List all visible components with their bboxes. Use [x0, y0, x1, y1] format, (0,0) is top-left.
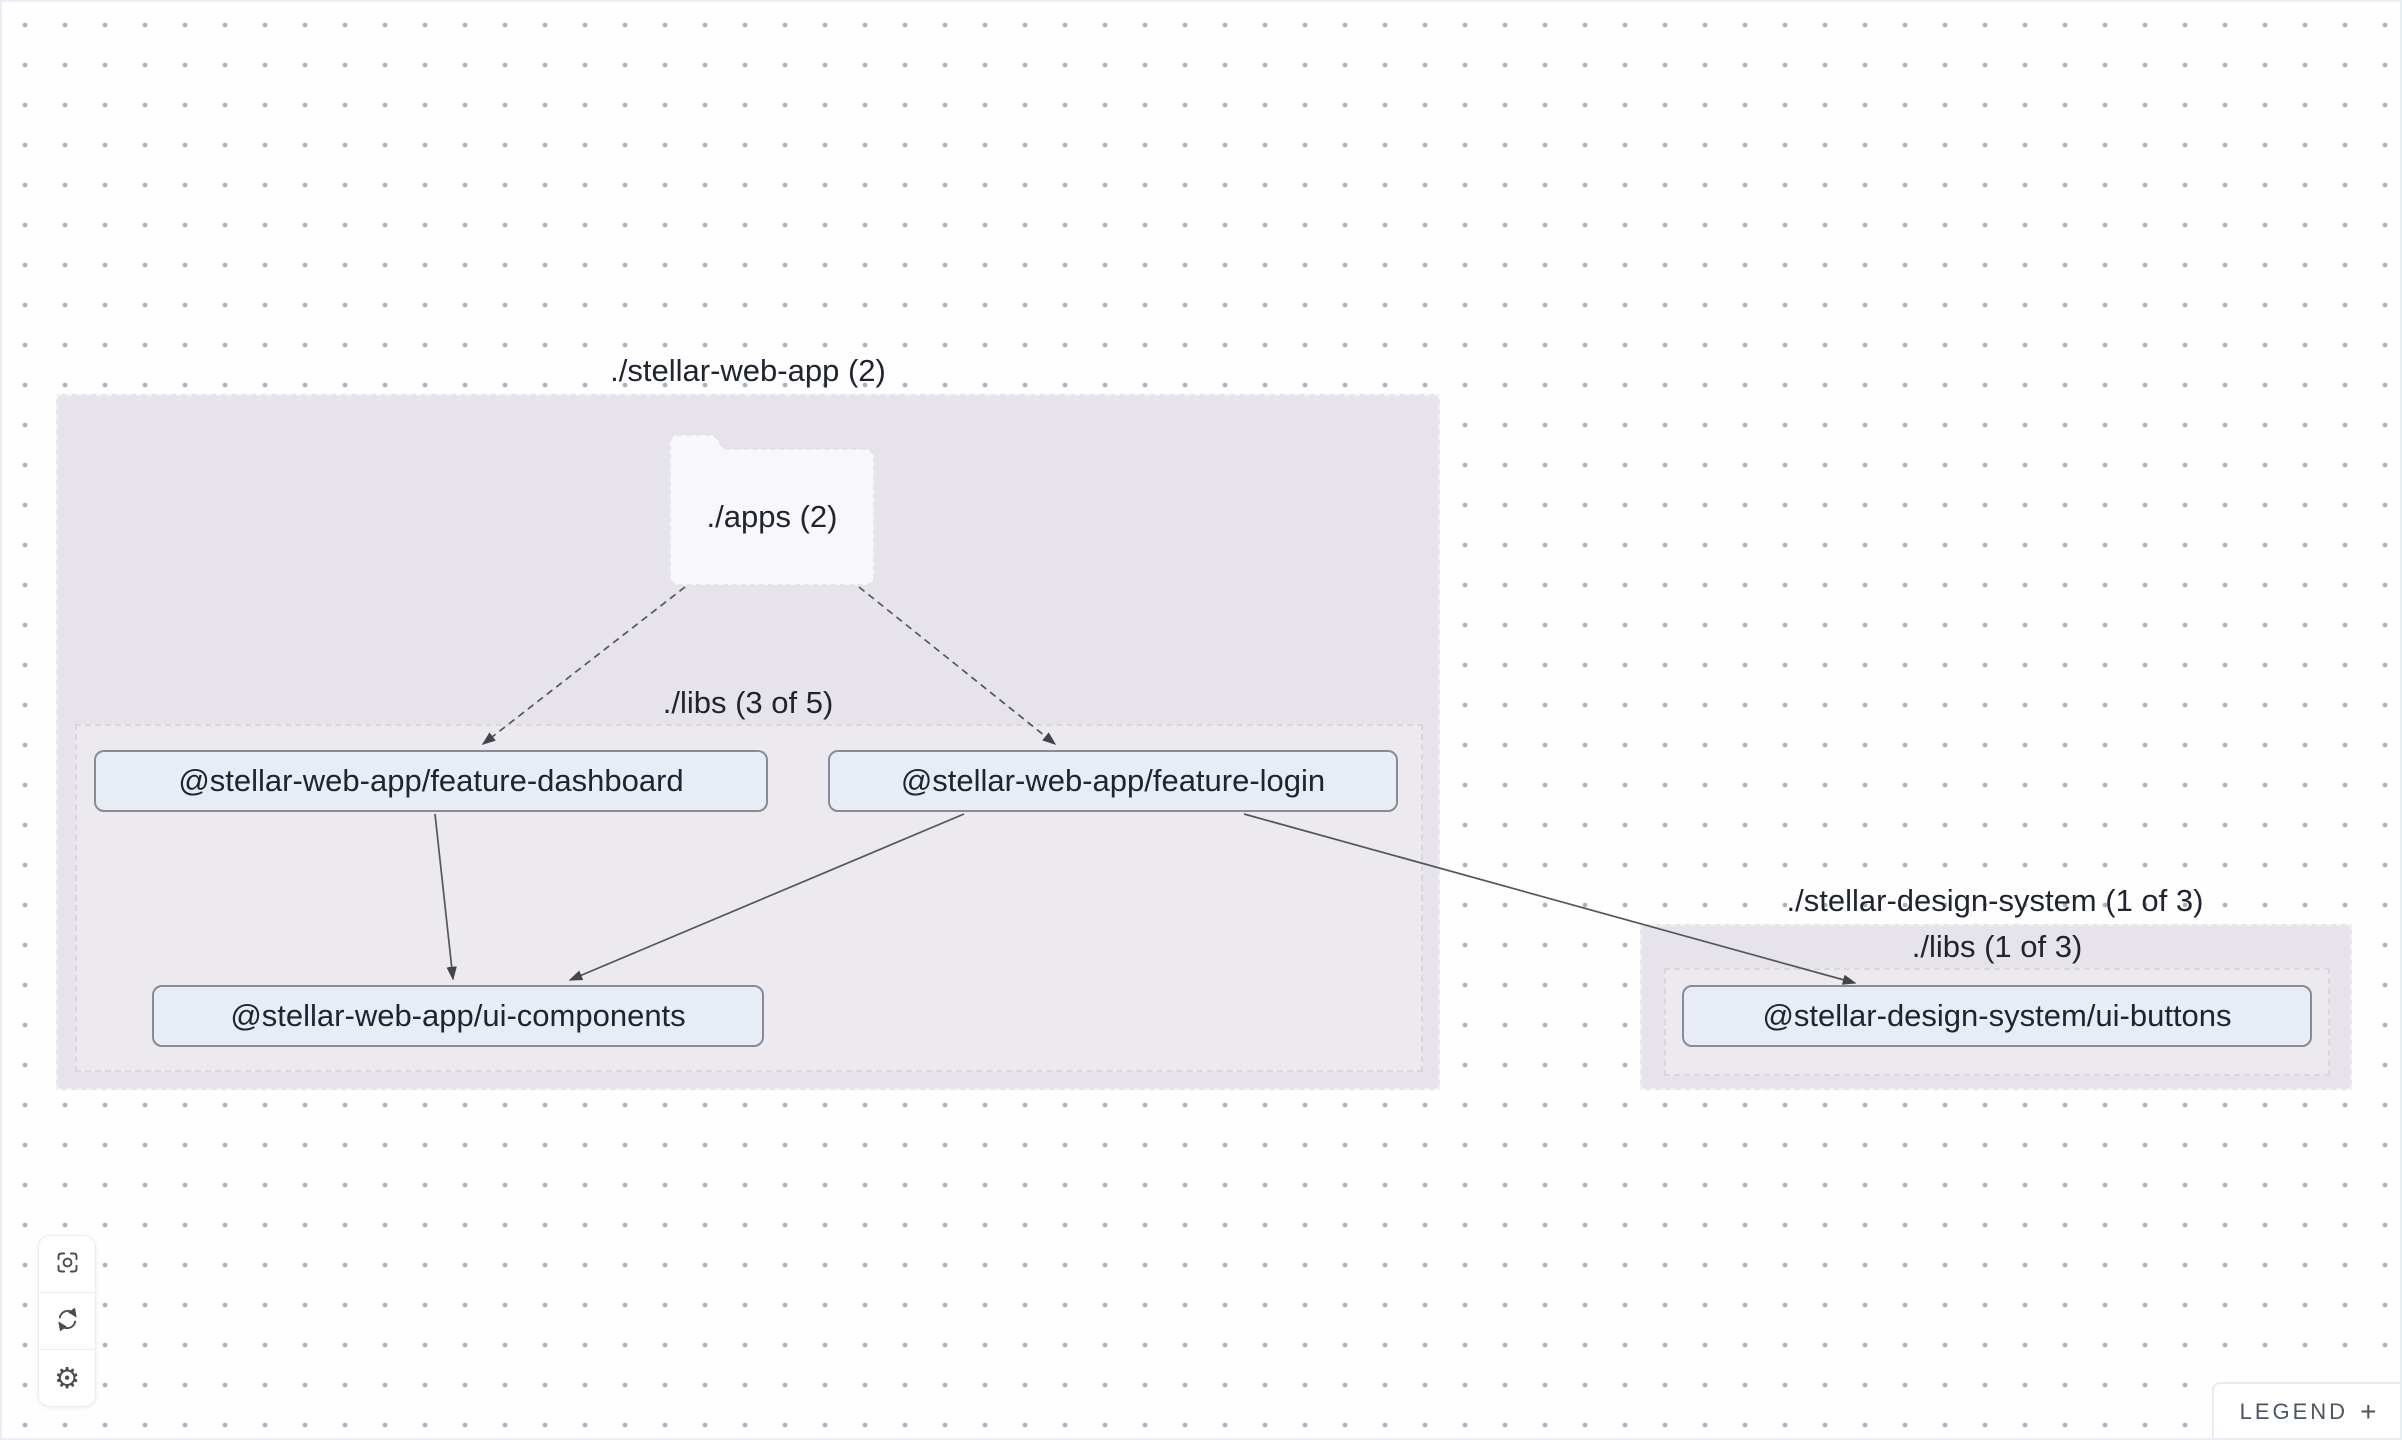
graph-controls-toolbar: ⚙ [38, 1235, 96, 1407]
center-graph-button[interactable] [39, 1236, 95, 1292]
folder-label-apps: ./apps (2) [706, 499, 838, 534]
plus-icon: + [2360, 1396, 2377, 1427]
focus-target-icon [54, 1249, 81, 1279]
folder-node-apps[interactable]: ./apps (2) [670, 435, 874, 585]
project-node-feature-login[interactable]: @stellar-web-app/feature-login [828, 750, 1398, 812]
project-node-ui-buttons[interactable]: @stellar-design-system/ui-buttons [1682, 985, 2312, 1047]
folder-icon [670, 435, 874, 585]
group-label-stellar-web-app: ./stellar-web-app (2) [610, 353, 886, 388]
project-node-ui-components[interactable]: @stellar-web-app/ui-components [152, 985, 764, 1047]
refresh-icon [54, 1306, 81, 1336]
settings-button[interactable]: ⚙ [39, 1349, 95, 1406]
gear-icon: ⚙ [54, 1360, 80, 1395]
group-label-web-app-libs: ./libs (3 of 5) [662, 685, 834, 720]
refresh-graph-button[interactable] [39, 1292, 95, 1349]
group-label-design-system-libs: ./libs (1 of 3) [1911, 929, 2083, 964]
legend-toggle-button[interactable]: LEGEND + [2212, 1382, 2400, 1438]
legend-label: LEGEND [2239, 1399, 2349, 1424]
project-node-feature-dashboard[interactable]: @stellar-web-app/feature-dashboard [94, 750, 768, 812]
group-label-stellar-design-system: ./stellar-design-system (1 of 3) [1786, 883, 2204, 918]
